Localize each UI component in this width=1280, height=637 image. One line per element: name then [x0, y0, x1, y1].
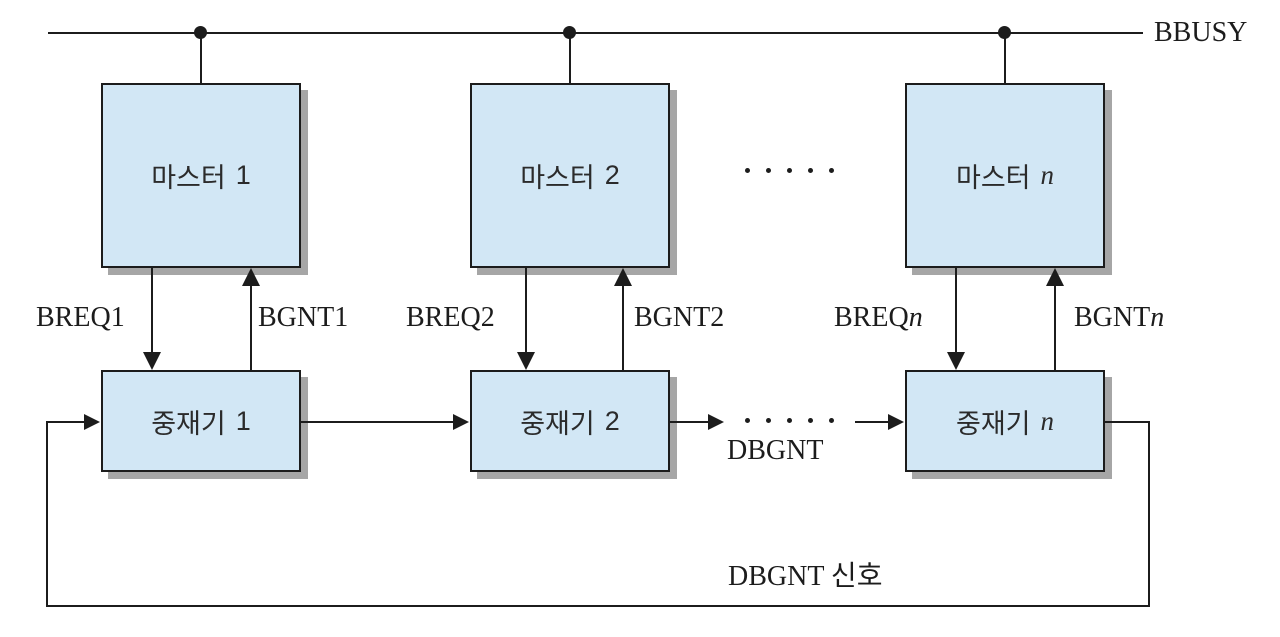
bbusy-junction-dot-n	[998, 26, 1011, 39]
bgntn-line	[1054, 286, 1056, 370]
feedback-line-right-down	[1148, 421, 1150, 607]
feedback-arrowhead-icon	[84, 414, 100, 430]
chain-line-2-out	[669, 421, 709, 423]
masters-ellipsis	[745, 168, 834, 173]
bgnt1-line	[250, 286, 252, 370]
chain-arrowhead-2-out-icon	[708, 414, 724, 430]
chain-arrowhead-in-n-icon	[888, 414, 904, 430]
breq1-arrowhead-icon	[143, 352, 161, 370]
chain-line-1-2	[300, 421, 454, 423]
breqn-line	[955, 268, 957, 352]
chain-arrowhead-1-2-icon	[453, 414, 469, 430]
breq2-label: BREQ2	[406, 302, 495, 333]
bbusy-junction-dot-1	[194, 26, 207, 39]
bgnt2-line	[622, 286, 624, 370]
breqn-arrowhead-icon	[947, 352, 965, 370]
arbiter-n-index: n	[1040, 405, 1055, 436]
arbiter-n-label: 중재기	[955, 408, 1031, 439]
bbusy-junction-dot-2	[563, 26, 576, 39]
chain-ellipsis	[745, 418, 834, 423]
arbiter-1-box: 중재기 1	[101, 370, 301, 472]
bbusy-stub-n	[1004, 33, 1006, 84]
master-2-box: 마스터 2	[470, 83, 670, 268]
breqn-label: BREQn	[834, 302, 923, 333]
arbiter-1-label: 중재기	[151, 408, 226, 439]
master-1-box: 마스터 1	[101, 83, 301, 268]
breq2-arrowhead-icon	[517, 352, 535, 370]
feedback-line-right-out	[1104, 421, 1150, 423]
arbiter-1-index: 1	[235, 405, 251, 436]
arbiter-2-label: 중재기	[520, 408, 595, 439]
chain-line-in-n	[855, 421, 889, 423]
arbiter-n-box: 중재기 n	[905, 370, 1105, 472]
breq1-label: BREQ1	[36, 302, 125, 333]
bbusy-stub-1	[200, 33, 202, 84]
bgntn-arrowhead-icon	[1046, 268, 1064, 286]
bgntn-label: BGNTn	[1074, 302, 1165, 333]
bgnt2-label: BGNT2	[634, 302, 725, 333]
bbusy-stub-2	[569, 33, 571, 84]
feedback-line-into-arbiter-1	[46, 421, 85, 423]
master-n-index: n	[1040, 160, 1055, 190]
master-2-label: 마스터	[520, 163, 595, 193]
bbusy-bus-line	[48, 32, 1143, 34]
breq2-line	[525, 268, 527, 352]
bgnt1-label: BGNT1	[258, 302, 349, 333]
bgnt2-arrowhead-icon	[614, 268, 632, 286]
bbusy-label: BBUSY	[1154, 17, 1248, 48]
arbiter-2-index: 2	[604, 405, 620, 436]
feedback-line-bottom	[46, 605, 1150, 607]
master-1-label: 마스터	[151, 163, 226, 193]
dbgnt-label: DBGNT	[727, 435, 824, 466]
bgnt1-arrowhead-icon	[242, 268, 260, 286]
master-2-index: 2	[604, 160, 620, 190]
arbiter-2-box: 중재기 2	[470, 370, 670, 472]
feedback-line-left-up	[46, 421, 48, 607]
master-1-index: 1	[235, 160, 251, 190]
master-n-box: 마스터 n	[905, 83, 1105, 268]
master-n-label: 마스터	[955, 163, 1031, 193]
breq1-line	[151, 268, 153, 352]
dbgnt-signal-label: DBGNT 신호	[728, 561, 883, 592]
